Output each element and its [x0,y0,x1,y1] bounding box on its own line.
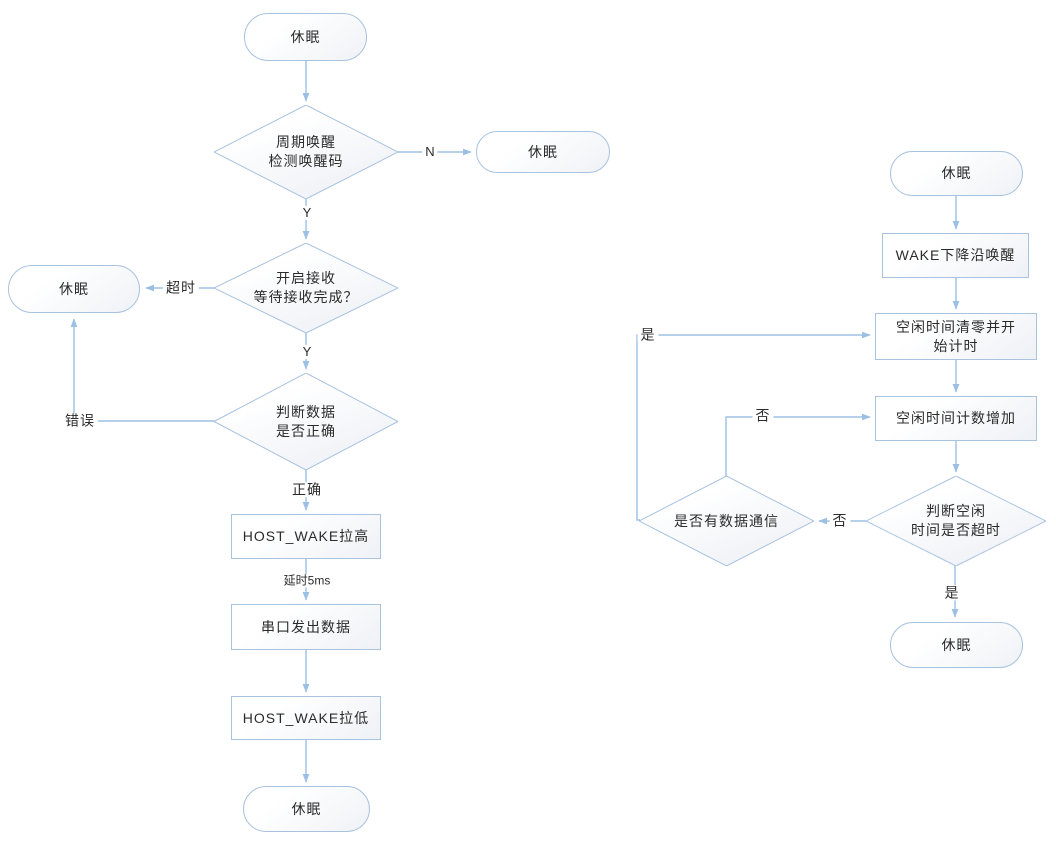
left-host-wake-high-process: HOST_WAKE拉高 [231,514,381,559]
right-has-comm-label: 是否有数据通信 [674,512,779,529]
left-sleep-timeout-label: 休眠 [59,280,89,297]
edge-label-yes-loop: 是 [637,326,659,343]
edge-label-timeout: 超时 [163,279,199,296]
right-idle-reset-process: 空闲时间清零并开 始计时 [875,313,1037,360]
right-has-comm-decision: 是否有数据通信 [639,476,814,566]
edge-label-no-count: 否 [752,407,774,424]
right-idle-timeout-decision: 判断空闲 时间是否超时 [866,476,1046,566]
left-receive-decision: 开启接收 等待接收完成？ [214,243,398,333]
edge-label-correct: 正确 [289,481,325,498]
left-sleep-n-label: 休眠 [528,143,558,160]
right-end-label: 休眠 [941,636,972,653]
edge-label-y1: Y [299,205,315,221]
right-idle-count-label: 空闲时间计数增加 [896,410,1016,427]
left-sleep-timeout-terminator: 休眠 [8,265,140,313]
right-start-label: 休眠 [941,165,972,182]
left-start-label: 休眠 [290,28,321,45]
diamond-shape [214,105,398,199]
right-idle-count-process: 空闲时间计数增加 [875,396,1037,441]
diamond-shape [214,373,398,470]
edge-label-n: N [422,144,438,160]
left-host-wake-low-process: HOST_WAKE拉低 [231,696,381,740]
edge-label-no-comm: 否 [829,512,851,529]
diamond-shape [866,476,1046,566]
right-wake-edge-process: WAKE下降沿唤醒 [882,233,1029,278]
edge-label-y2: Y [299,344,315,360]
left-periodic-wake-label: 周期唤醒 检测唤醒码 [268,134,344,169]
left-start-terminator: 休眠 [244,13,367,61]
left-sleep-n-terminator: 休眠 [476,131,610,173]
diamond-shape [214,243,398,333]
right-wake-edge-label: WAKE下降沿唤醒 [895,247,1016,264]
left-data-verify-label: 判断数据 是否正确 [276,403,336,439]
left-receive-label: 开启接收 等待接收完成？ [253,270,359,305]
diamond-shape [639,476,814,566]
left-host-wake-low-label: HOST_WAKE拉低 [242,709,370,726]
right-idle-reset-label: 空闲时间清零并开 始计时 [896,318,1016,354]
left-uart-send-label: 串口发出数据 [261,618,351,635]
edge-label-yes-end: 是 [941,584,963,601]
edge-label-error: 错误 [62,412,98,429]
left-end-terminator: 休眠 [243,786,370,832]
left-end-label: 休眠 [291,800,322,817]
edge-comm-yes-to-reset [636,331,871,521]
left-data-verify-decision: 判断数据 是否正确 [214,373,398,470]
right-start-terminator: 休眠 [890,151,1023,196]
edge-comm-no-to-count [725,413,871,477]
edge-label-delay: 延时5ms [280,574,334,588]
left-periodic-wake-decision: 周期唤醒 检测唤醒码 [214,105,398,199]
edge-verify-error-to-sleep [70,318,217,422]
left-host-wake-high-label: HOST_WAKE拉高 [242,528,370,545]
right-idle-timeout-label: 判断空闲 时间是否超时 [911,503,1001,538]
right-end-terminator: 休眠 [890,622,1023,668]
left-uart-send-process: 串口发出数据 [231,604,381,650]
